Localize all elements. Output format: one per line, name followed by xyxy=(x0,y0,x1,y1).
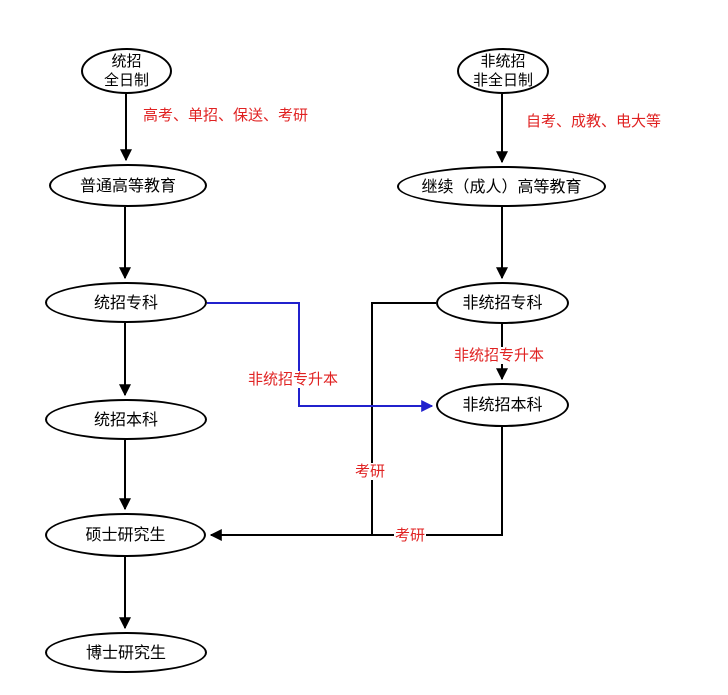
node-non-tongzhao-benke: 非统招本科 xyxy=(436,383,569,427)
node-tongzhao-fulltime: 统招 全日制 xyxy=(81,48,172,94)
node-non-tongzhao-parttime: 非统招 非全日制 xyxy=(457,48,549,94)
edge-label-gaokao-paths: 高考、单招、保送、考研 xyxy=(142,106,310,125)
node-masters-student: 硕士研究生 xyxy=(45,513,206,557)
edge-label-zhuanshengben-left: 非统招专升本 xyxy=(247,370,340,389)
edge-label-kaoyan-bottom: 考研 xyxy=(394,526,427,545)
edge-nontongzhao-benke-to-masters xyxy=(209,427,503,541)
node-tongzhao-benke: 统招本科 xyxy=(45,399,207,440)
edge-label-self-study-paths: 自考、成教、电大等 xyxy=(525,112,663,131)
edge-nontongzhao-zhuanke-to-masters xyxy=(371,302,436,535)
edge-label-kaoyan-middle: 考研 xyxy=(354,462,387,481)
node-non-tongzhao-zhuanke: 非统招专科 xyxy=(436,282,569,324)
edge-tongzhao-zhuanke-to-nontongzhao-benke xyxy=(207,302,434,412)
node-doctoral-student: 博士研究生 xyxy=(45,632,207,673)
node-continuing-adult-higher-education: 继续（成人）高等教育 xyxy=(397,166,606,207)
node-tongzhao-zhuanke: 统招专科 xyxy=(45,282,207,323)
edge-label-zhuanshengben-right: 非统招专升本 xyxy=(453,346,546,365)
node-regular-higher-education: 普通高等教育 xyxy=(49,164,207,207)
